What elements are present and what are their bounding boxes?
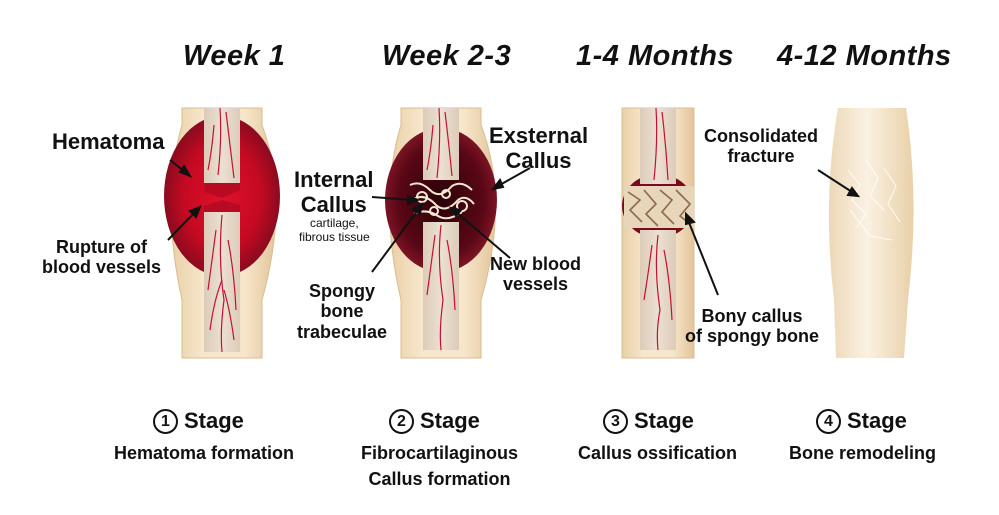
stage-4-description: Bone remodeling — [789, 443, 937, 463]
bone-stage-1 — [164, 107, 280, 359]
stage-3-heading: 3 Stage — [603, 408, 694, 434]
stage-2-number: 2 — [389, 408, 414, 434]
external-callus-mass — [385, 128, 497, 272]
week-1-heading: Week 1 — [183, 40, 286, 72]
stage-1-heading: 1 Stage — [153, 408, 244, 434]
bone-stage-3 — [621, 107, 695, 359]
label-hematoma: Hematoma — [52, 129, 165, 154]
stage-1-number: 1 — [153, 408, 178, 434]
week-2-3-heading: Week 2-3 — [382, 40, 512, 72]
stage-4-number: 4 — [816, 408, 841, 434]
stage-3-number: 3 — [603, 408, 628, 434]
stage-4-heading: 4 Stage — [816, 408, 907, 434]
months-4-12-heading: 4-12 Months — [777, 40, 952, 72]
bone-stage-2 — [385, 107, 497, 359]
bone-stage-4 — [828, 108, 914, 358]
months-1-4-heading: 1-4 Months — [576, 40, 735, 72]
stage-3-description: Callus ossification — [578, 443, 738, 463]
stage-2-heading: 2 Stage — [389, 408, 480, 434]
stage-1-description: Hematoma formation — [114, 443, 295, 463]
bony-callus-block — [624, 186, 694, 228]
label-internal-callus-note: cartilage,fibrous tissue — [299, 216, 370, 245]
